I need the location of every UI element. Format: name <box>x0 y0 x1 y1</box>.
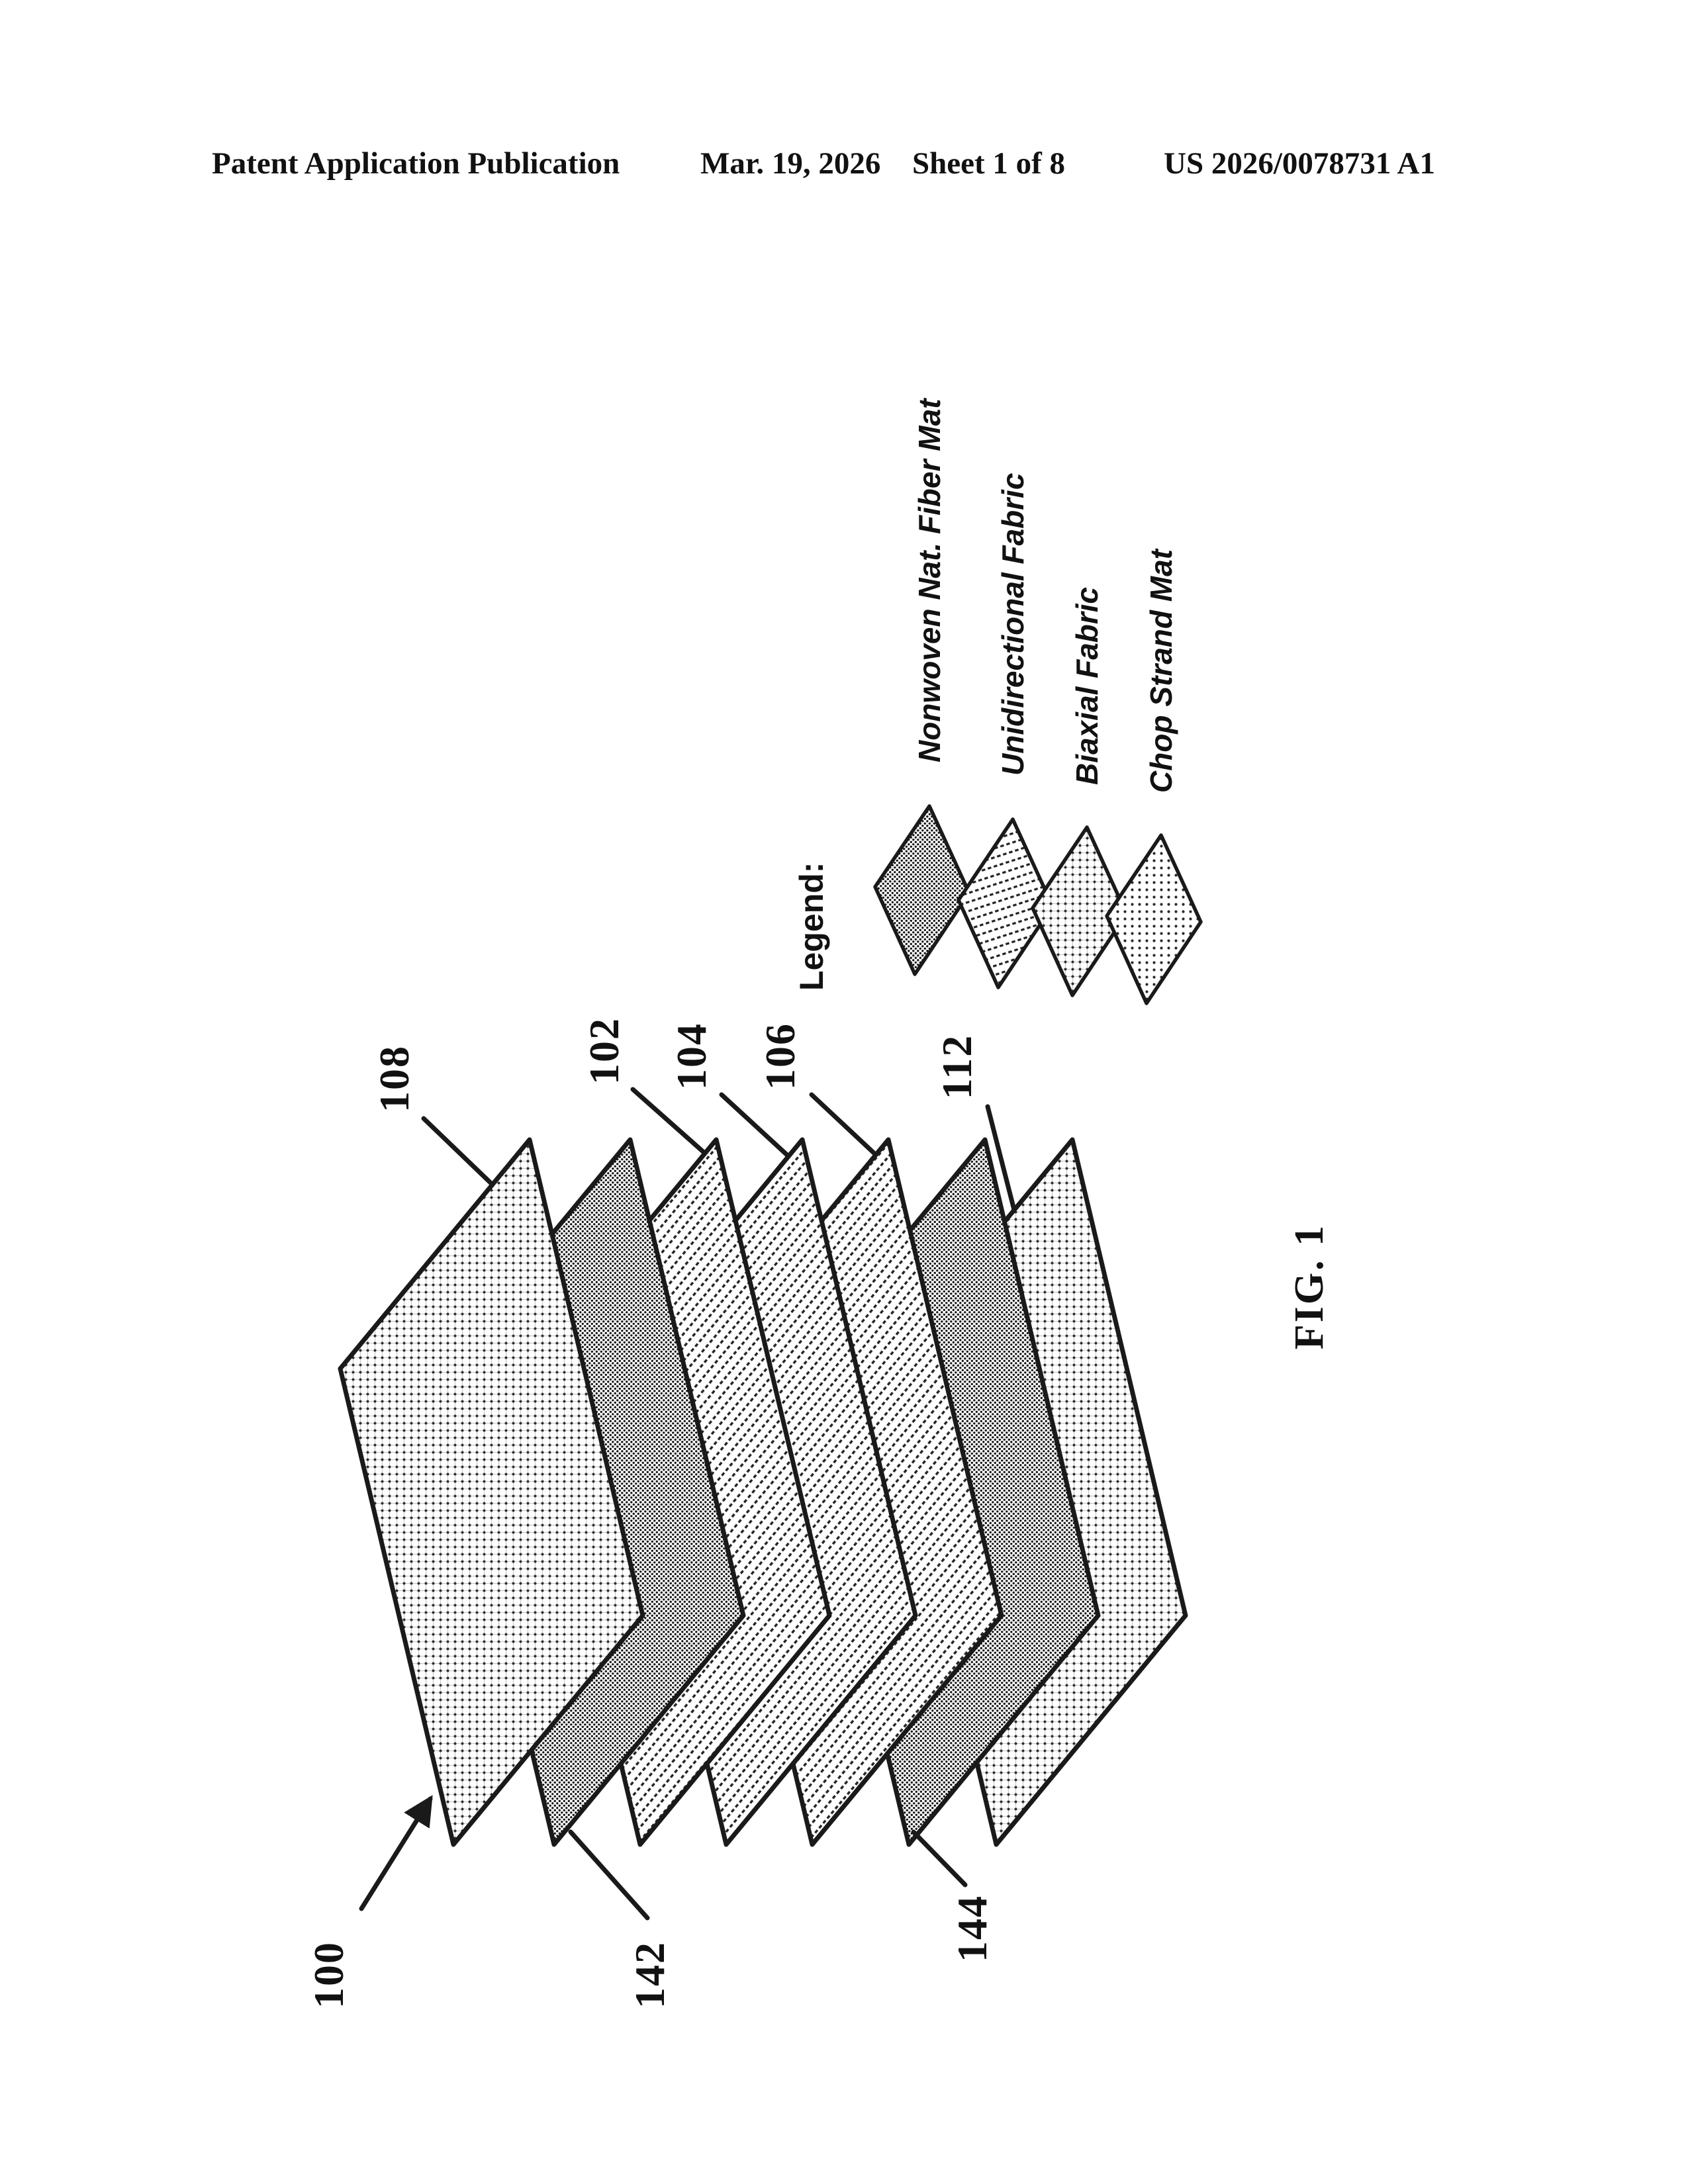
legend-swatch-biaxial-fabric <box>1031 825 1129 997</box>
legend-label-unidirectional-fabric: Unidirectional Fabric <box>996 473 1030 776</box>
legend-label-chop-strand-mat: Chop Strand Mat <box>1144 548 1178 793</box>
ref-label-108: 108 <box>371 1045 418 1113</box>
leader-102 <box>630 1087 706 1154</box>
header-publication: Patent Application Publication <box>212 146 620 181</box>
ref-label-104: 104 <box>668 1023 715 1090</box>
legend-label-nonwoven-nat-fiber-mat: Nonwoven Nat. Fiber Mat <box>912 398 947 762</box>
ref-label-102: 102 <box>581 1017 628 1085</box>
layer-108 <box>338 1137 645 1847</box>
legend-label-biaxial-fabric: Biaxial Fabric <box>1070 587 1104 785</box>
leader-144 <box>911 1829 968 1888</box>
leader-104 <box>719 1092 790 1158</box>
assembly-arrow <box>359 1795 433 1911</box>
legend-swatch-nonwoven-nat-fiber-mat <box>873 804 971 976</box>
figure-caption: FIG. 1 <box>1287 1224 1332 1349</box>
legend-swatch-unidirectional-fabric <box>957 817 1055 989</box>
header-sheet: Sheet 1 of 8 <box>912 146 1065 181</box>
ref-label-144: 144 <box>949 1895 996 1962</box>
ref-label-142: 142 <box>626 1941 673 2009</box>
header-doc-number: US 2026/0078731 A1 <box>1164 146 1435 181</box>
legend-swatch-chop-strand-mat <box>1105 833 1203 1005</box>
ref-label-106: 106 <box>757 1023 804 1090</box>
leader-106 <box>809 1092 876 1156</box>
ref-label-112: 112 <box>933 1034 980 1099</box>
leader-142 <box>568 1829 650 1921</box>
header-date: Mar. 19, 2026 <box>700 146 880 181</box>
legend-title: Legend: <box>793 862 830 991</box>
ref-label-100: 100 <box>305 1941 352 2009</box>
leader-112 <box>985 1104 1017 1212</box>
leader-108 <box>421 1116 495 1187</box>
